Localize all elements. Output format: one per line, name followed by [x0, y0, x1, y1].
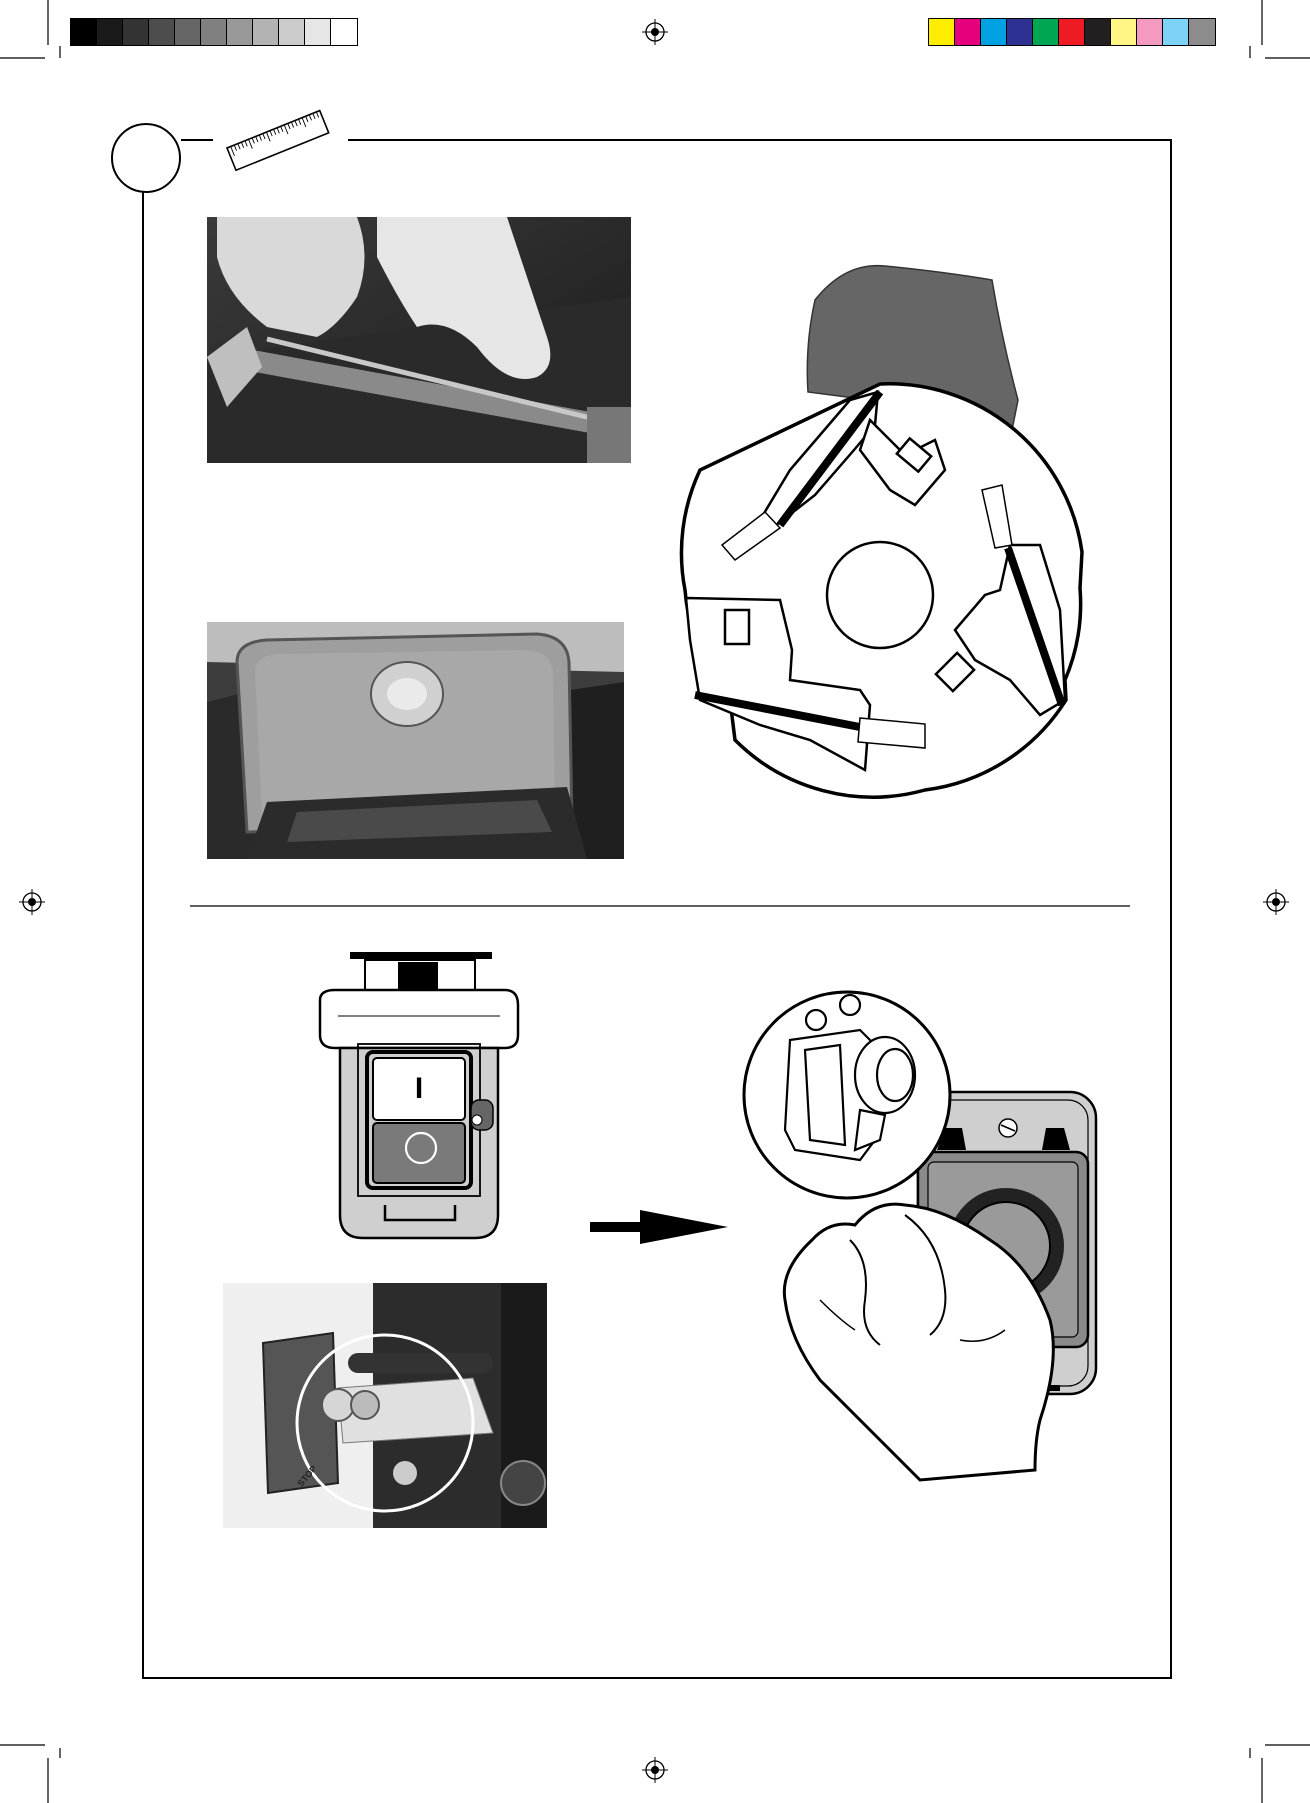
hand-press-stop-illustration: [744, 992, 1096, 1480]
cutter-center-bore: [827, 542, 933, 648]
switch-screw-icon: [472, 1115, 482, 1125]
section-circle-badge: [112, 124, 180, 192]
registration-mark-right: [1263, 889, 1289, 915]
photo-knife-alignment: [207, 217, 631, 463]
registration-mark-bottom: [642, 1757, 668, 1783]
arrow-right-icon: [590, 1210, 728, 1244]
registration-mark-left: [19, 889, 45, 915]
photo-stop-button-machine: STOP: [223, 1283, 547, 1528]
cutter-head-diagram: [681, 266, 1082, 797]
off-symbol: O: [373, 1132, 465, 1133]
photo-blade-guard: [207, 622, 624, 859]
switch-cover: [320, 990, 518, 1048]
ruler-icon: [227, 111, 329, 171]
on-symbol: I: [373, 1069, 465, 1109]
registration-mark-top: [642, 19, 668, 45]
